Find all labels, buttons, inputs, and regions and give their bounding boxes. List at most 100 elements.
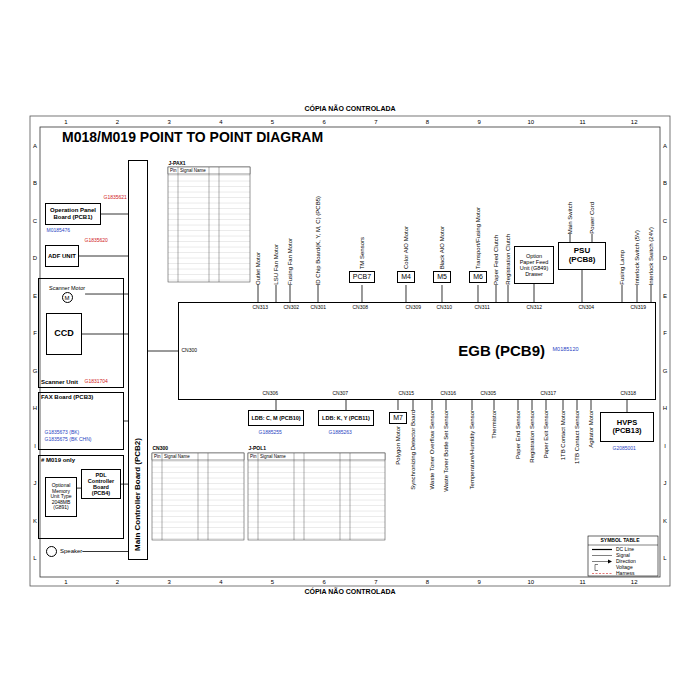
wire-connector: [518, 400, 519, 410]
motor-circle: M: [62, 292, 73, 303]
sensor-label: Temperature/Humidity Sensor: [469, 410, 476, 489]
node-text: ADF UNIT: [48, 253, 76, 260]
table-column-lines: [178, 167, 219, 282]
grid-reference: A: [33, 143, 37, 149]
hvps-box: HVPS (PCB13): [600, 412, 654, 442]
wire-connector: [622, 285, 623, 302]
part-label: CN315: [398, 391, 415, 396]
fan-label: LSU Fan Motor: [273, 244, 280, 285]
part-label: G1885263: [328, 430, 352, 435]
grid-reference: 1: [64, 119, 67, 125]
grid-reference: E: [663, 293, 667, 299]
wire-connector: [361, 285, 362, 302]
node-text: LSU Fan Motor: [273, 244, 280, 285]
symbol-table-box: [588, 536, 658, 576]
wire-connector: [546, 400, 547, 410]
part-code: M7: [389, 412, 407, 424]
motor-label: Agitator Motor: [588, 410, 595, 448]
table-header-row: [248, 453, 385, 460]
wire-connector: [397, 400, 398, 410]
legend-text: DC Line: [616, 547, 634, 552]
node-text: Registration Clutch: [505, 234, 512, 285]
node-text: EGB (PCB9): [458, 343, 545, 360]
node-text: FAX Board (PCB3): [41, 394, 93, 401]
wire-connector: [276, 285, 277, 302]
switch-label: Interlock Switch (24V): [648, 227, 655, 285]
direction-arrowhead: [608, 560, 612, 564]
part-code: M4: [397, 271, 415, 283]
wire-connector: [82, 334, 128, 335]
sensor-label: Paper Exit Sensor: [543, 410, 550, 458]
part-label: CN313: [252, 305, 269, 310]
grid-reference: 12: [631, 119, 638, 125]
wire-connector: [508, 285, 509, 302]
grid-reference: 10: [528, 119, 535, 125]
sensor-label: Thermistor: [491, 410, 498, 439]
part-label: CN301: [310, 305, 327, 310]
part-label: G1835620: [84, 238, 108, 243]
signal-line-sample: [592, 555, 612, 556]
part-label: CN309: [405, 305, 422, 310]
wire-connector: [276, 400, 277, 410]
node-text: TM Sensors: [359, 237, 366, 269]
node-text: LDB: C, M (PCB10): [251, 415, 300, 421]
node-text: Operation Panel Board (PCB1): [48, 207, 98, 220]
grid-reference: 3: [168, 579, 171, 585]
part-label: CN302: [283, 305, 300, 310]
part-label: CN318: [620, 391, 637, 396]
node-text: Agitator Motor: [588, 410, 595, 448]
wire-connector: [532, 400, 533, 410]
grid-reference: K: [663, 518, 667, 524]
node-text: ID Chip Board(K, Y, M, C) (PCB5): [315, 196, 322, 285]
wire-connector: [79, 256, 128, 257]
grid-reference: 5: [271, 119, 274, 125]
part-label: G1885255: [258, 430, 282, 435]
psu-box: PSU (PCB8): [558, 242, 606, 270]
part-label: G1831704: [84, 379, 108, 384]
wire-connector: [494, 400, 495, 410]
node-text: Temperature/Humidity Sensor: [469, 410, 476, 489]
part-label: CN311: [474, 305, 490, 310]
option-unit-box: OptionPaper Feed Unit (G849)Drawer: [514, 246, 554, 284]
pin-table: [168, 167, 250, 282]
node-text: 1TB Contact Sensor: [574, 410, 581, 464]
grid-reference: 10: [528, 579, 535, 585]
grid-reference: C: [663, 218, 667, 224]
sensor-label: Registration Sensor: [529, 410, 536, 463]
part-label: Signal Name: [164, 455, 191, 460]
grid-reference: A: [663, 143, 667, 149]
grid-reference: 3: [168, 119, 171, 125]
node-text: Waste Toner Overflow Sensor: [429, 410, 436, 489]
grid-reference: 4: [219, 579, 222, 585]
node-text: Thermistor: [491, 410, 498, 439]
grid-reference: I: [664, 443, 666, 449]
wire-connector: [318, 285, 319, 302]
pin-table: [248, 453, 385, 540]
node-text: Optional Memory Unit Type 2048MB (G891): [48, 483, 74, 511]
node-text: Transport/Fusing Motor: [475, 207, 482, 269]
wire-connector: [534, 284, 535, 302]
grid-reference: J: [664, 480, 667, 486]
board-label: Synchronizing Detector Board: [410, 410, 417, 490]
node-text: Synchronizing Detector Board: [410, 410, 417, 490]
part-label: CN306: [262, 391, 279, 396]
part-label: Pin: [154, 455, 162, 460]
wire-connector: [563, 400, 564, 410]
sensor-label: TM SensorsPCB7: [349, 237, 375, 285]
part-label: M0185120: [552, 347, 579, 353]
wire-connector: [570, 234, 571, 242]
lamp-label: Fusing Lamp: [619, 250, 626, 285]
wire-connector: [627, 400, 628, 412]
motor-label: Black AIO MotorM5: [433, 226, 451, 285]
node-text: Black AIO Motor: [439, 226, 446, 269]
motor-label: Outlet Motor: [255, 252, 262, 285]
grid-reference: B: [663, 180, 667, 186]
node-text: Paper Feed Unit (G849): [517, 259, 551, 271]
part-code: M5: [433, 271, 451, 283]
node-text: PSU (PCB8): [561, 247, 603, 265]
part-label: G1835675 (BK CHN): [44, 437, 92, 442]
part-label: CN307: [332, 391, 349, 396]
grid-reference: B: [33, 180, 37, 186]
motor-label: Polygon MotorM7: [389, 410, 407, 464]
option-box: Optional Memory Unit Type 2048MB (G891): [45, 477, 77, 517]
